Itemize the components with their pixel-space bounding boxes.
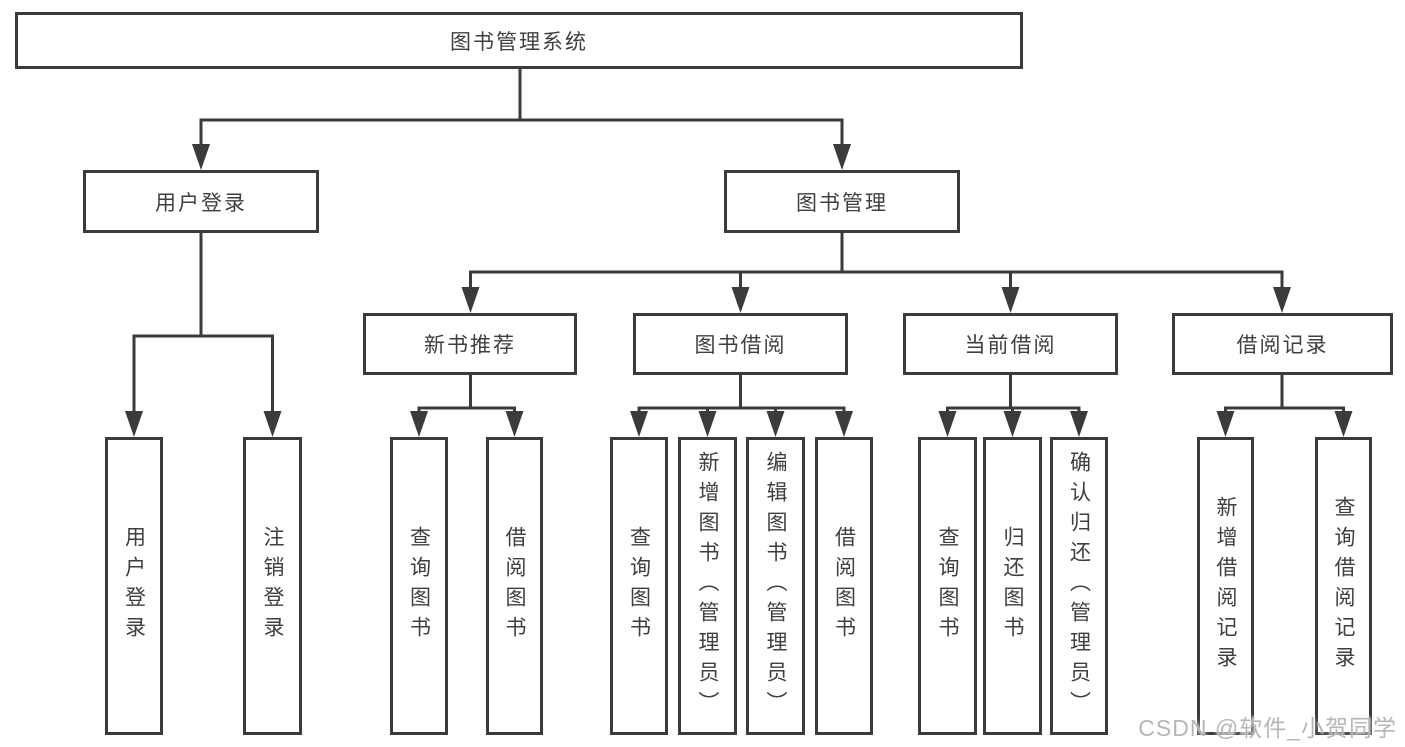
node-book-management: 图书管理 [724,170,960,233]
leaf-logout-label: 注销登录 [261,526,284,646]
leaf-user-login: 用户登录 [105,437,163,735]
leaf-bb-add-books-admin: 新增图书（管理员） [678,437,737,735]
node-current-borrowing: 当前借阅 [903,313,1118,375]
watermark: CSDN @软件_小贺同学 [1138,715,1397,741]
leaf-bb-borrow-books-label: 借阅图书 [832,526,856,646]
leaf-nb-query-books-label: 查询图书 [407,526,431,646]
leaf-bb-edit-books-admin-label: 编辑图书（管理员） [764,451,787,721]
leaf-bb-edit-books-admin: 编辑图书（管理员） [746,437,805,735]
leaf-nb-borrow-books-label: 借阅图书 [503,526,526,646]
leaf-bb-add-books-admin-label: 新增图书（管理员） [696,451,719,721]
node-library-management-system: 图书管理系统 [15,12,1023,69]
leaf-cb-return-books-label: 归还图书 [1001,526,1024,646]
node-borrowing-records: 借阅记录 [1172,313,1393,375]
leaf-bb-borrow-books: 借阅图书 [815,437,873,735]
leaf-br-add-record: 新增借阅记录 [1197,437,1254,735]
leaf-br-query-record-label: 查询借阅记录 [1332,496,1355,676]
leaf-br-add-record-label: 新增借阅记录 [1214,496,1237,676]
leaf-cb-return-books: 归还图书 [983,437,1042,735]
leaf-cb-confirm-return-admin-label: 确认归还（管理员） [1067,451,1091,721]
node-user-login: 用户登录 [83,170,319,233]
leaf-nb-query-books: 查询图书 [390,437,448,735]
leaf-user-login-label: 用户登录 [122,526,146,646]
leaf-nb-borrow-books: 借阅图书 [486,437,543,735]
node-new-book-recommend: 新书推荐 [363,313,577,375]
leaf-br-query-record: 查询借阅记录 [1315,437,1372,735]
leaf-bb-query-books: 查询图书 [610,437,668,735]
leaf-cb-query-books-label: 查询图书 [936,526,959,646]
leaf-logout: 注销登录 [243,437,302,735]
leaf-cb-query-books: 查询图书 [918,437,977,735]
leaf-cb-confirm-return-admin: 确认归还（管理员） [1050,437,1108,735]
node-book-borrowing: 图书借阅 [633,313,848,375]
leaf-bb-query-books-label: 查询图书 [627,526,651,646]
arrowheads [125,144,1353,437]
